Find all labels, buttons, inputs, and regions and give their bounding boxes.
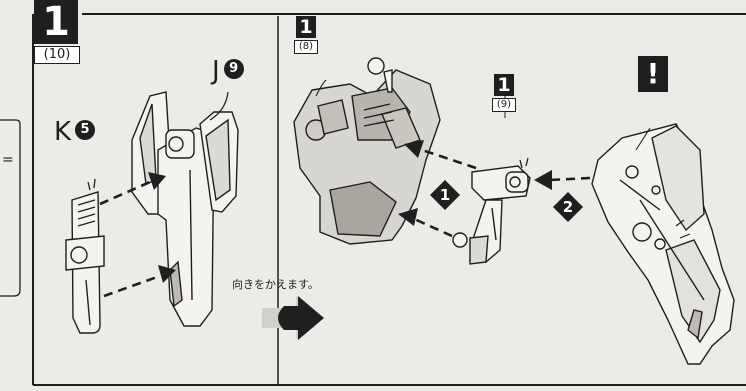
- ref-step-a: 1: [299, 16, 313, 38]
- torso-assembly-drawing: [293, 69, 441, 245]
- turn-note: 向きをかえます。: [232, 278, 319, 291]
- assembly-arrows-left: [99, 180, 161, 298]
- part-k5-drawing: [65, 191, 105, 334]
- part-number-j-badge: 9: [223, 58, 244, 79]
- caution-mark: !: [646, 57, 660, 90]
- ref-step-b-sub: (9): [492, 98, 516, 112]
- step-number: 1: [42, 0, 70, 45]
- arm-part-drawing: [469, 165, 531, 265]
- ref-step-box-a: 1: [296, 16, 316, 38]
- turn-arrow-icon: [262, 296, 324, 340]
- wing-part-drawing: [591, 123, 735, 365]
- order-2-diamond: [553, 192, 583, 222]
- step-number-box: 1: [34, 0, 78, 44]
- caution-box: !: [638, 56, 668, 92]
- order-1-diamond: [430, 180, 460, 210]
- part-letter-k: K: [54, 117, 72, 147]
- assembly-arrows-right: [411, 148, 591, 238]
- part-number-k-badge: 5: [75, 119, 96, 140]
- order-2-label: 2: [562, 198, 574, 216]
- part-letter-j: J: [212, 56, 220, 86]
- step-sub-number: (10): [34, 46, 80, 64]
- edge-fragment: =: [2, 152, 14, 168]
- order-1-label: 1: [439, 186, 451, 204]
- ref-step-a-sub: (8): [294, 40, 318, 54]
- ref-step-b: 1: [497, 74, 511, 96]
- ref-step-box-b: 1: [494, 74, 514, 96]
- part-j9-drawing: [131, 91, 239, 327]
